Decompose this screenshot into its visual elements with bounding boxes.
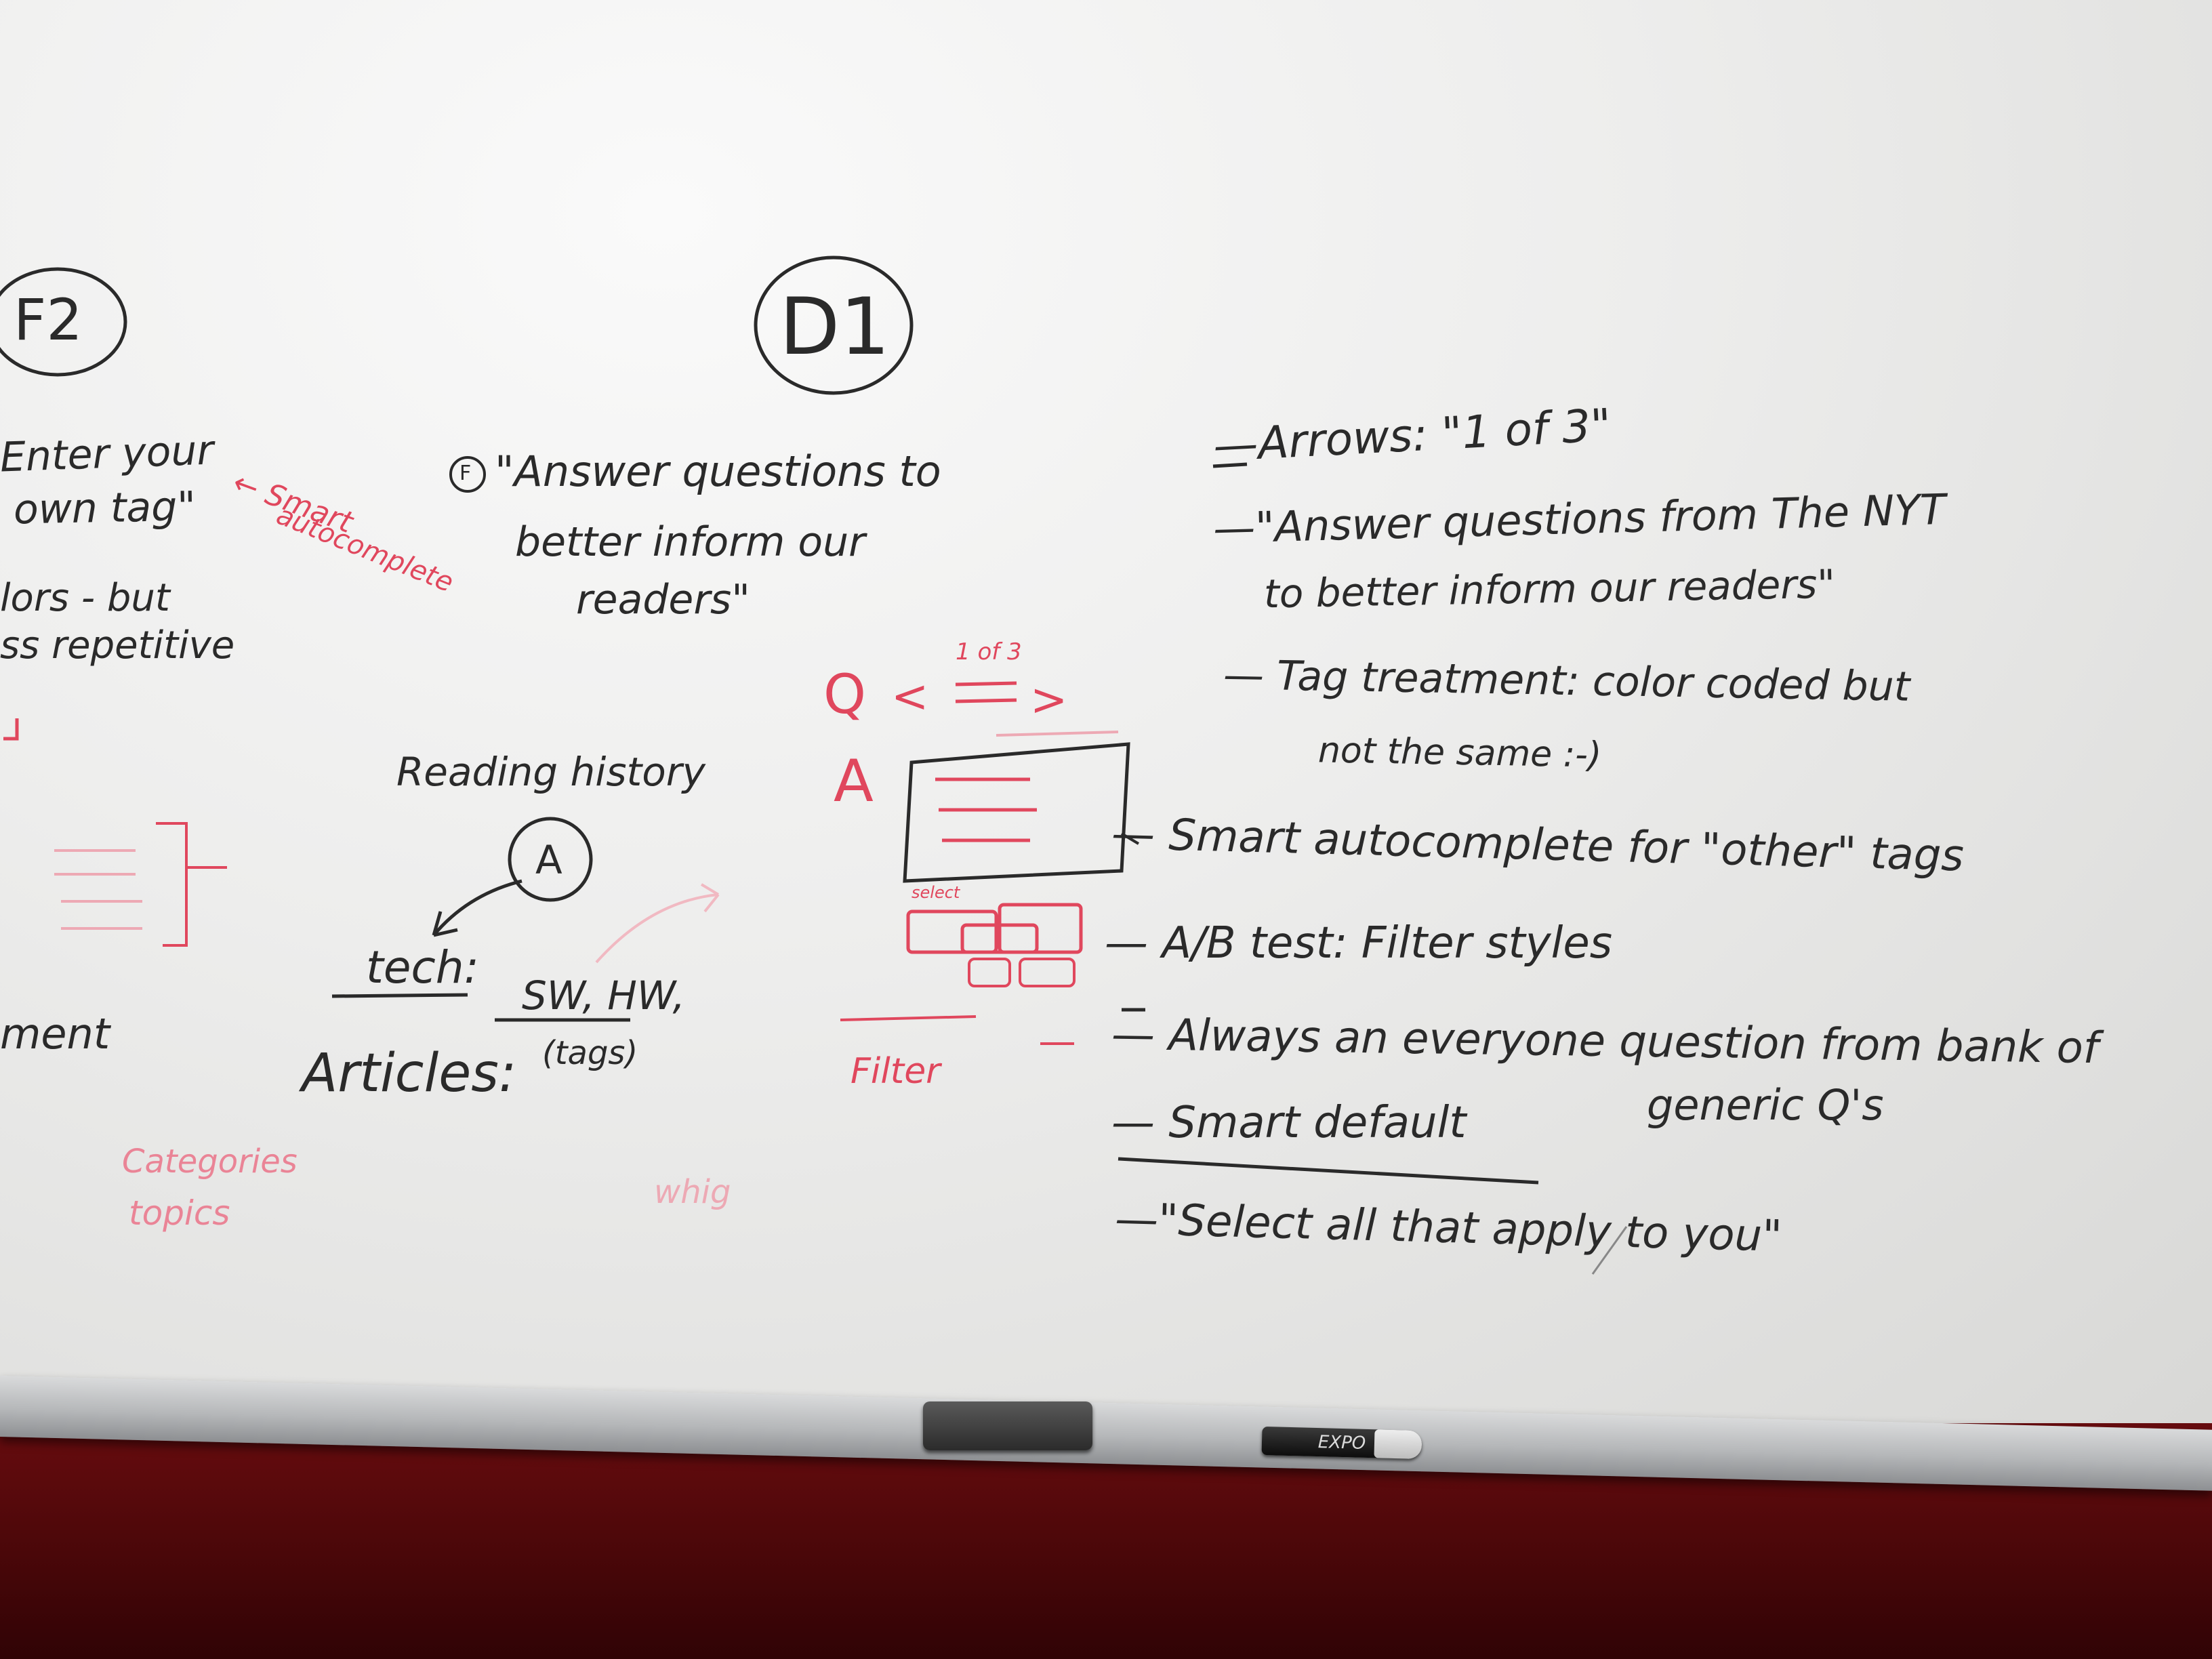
note-8: — Always an everyone question from bank … xyxy=(1111,1009,2099,1074)
left-line-2: own tag" xyxy=(13,483,197,534)
filter-chip-5 xyxy=(1019,958,1076,987)
filter-chip-3 xyxy=(998,903,1083,954)
tags-line: SW, HW, xyxy=(522,972,685,1019)
note-7: — A/B test: Filter styles xyxy=(1105,918,1613,968)
q-underline xyxy=(996,731,1119,737)
sketch-select-label: select xyxy=(912,883,960,902)
smart-default-underline xyxy=(1118,1157,1539,1185)
sketch-box-connector xyxy=(1120,832,1140,845)
left-red-bracket xyxy=(156,822,227,947)
note-4: — Tag treatment: color coded but xyxy=(1223,651,1910,711)
sketch-next-arrow: > xyxy=(1030,674,1068,726)
whiteboard-eraser xyxy=(923,1401,1092,1450)
a-node-circle xyxy=(508,817,593,902)
quote-line-1: "Answer questions to xyxy=(495,447,941,496)
marker-cap xyxy=(1374,1429,1422,1460)
sketch-counter: 1 of 3 xyxy=(956,638,1022,665)
filter-chip-1 xyxy=(906,909,998,954)
left-line-5: ment xyxy=(0,1009,110,1059)
tags-note: (tags) xyxy=(542,1034,638,1072)
filter-chip-4 xyxy=(968,958,1011,987)
note-3: to better inform our readers" xyxy=(1263,560,1836,617)
f2-label: F2 xyxy=(14,287,83,353)
pale-arrow xyxy=(595,893,719,964)
marker-brand-label: EXPO xyxy=(1317,1432,1366,1454)
articles-label: Articles: xyxy=(302,1043,517,1104)
left-red-tick xyxy=(3,718,19,741)
categories-label: Categories xyxy=(122,1143,298,1181)
d1-label: D1 xyxy=(779,281,890,373)
filter-line xyxy=(840,1015,977,1021)
f-marker-circle xyxy=(449,456,486,493)
whiteboard xyxy=(0,0,2212,1423)
note-9: generic Q's xyxy=(1647,1080,1884,1130)
note-5: not the same :-) xyxy=(1317,730,1602,776)
sketch-filter-label: Filter xyxy=(851,1051,941,1092)
topics-label: topics xyxy=(129,1193,230,1233)
sketch-box xyxy=(903,742,1130,883)
f2-circle xyxy=(0,267,127,377)
sketch-q-label: Q xyxy=(823,663,866,726)
quote-line-2: better inform our xyxy=(515,518,865,566)
d1-circle xyxy=(754,255,914,395)
a-to-tech-arrow xyxy=(432,879,523,937)
tech-label: tech: xyxy=(366,941,479,994)
q-lines xyxy=(955,681,1017,703)
note-10: — Smart default xyxy=(1111,1098,1467,1148)
whig-label: whig xyxy=(654,1173,731,1211)
dry-erase-marker: EXPO xyxy=(1261,1426,1422,1460)
f-marker: F xyxy=(459,462,472,485)
reading-history: Reading history xyxy=(396,749,705,795)
left-line-3: lors - but xyxy=(0,576,170,620)
left-line-1: Enter your xyxy=(0,426,215,482)
left-line-4: ss repetitive xyxy=(0,623,235,668)
tech-underline xyxy=(331,993,468,998)
quote-line-3: readers" xyxy=(576,576,750,623)
sketch-a-label: A xyxy=(834,747,874,815)
sketch-prev-arrow: < xyxy=(891,670,929,722)
a-node-label: A xyxy=(535,837,562,883)
note-dash-1 xyxy=(1212,462,1248,468)
